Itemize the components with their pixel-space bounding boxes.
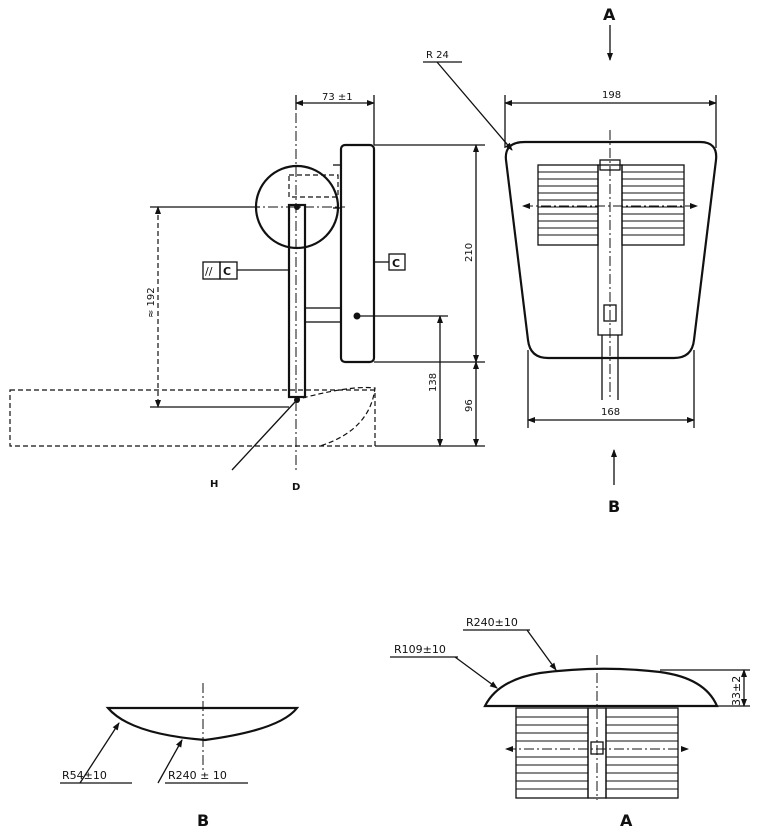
fcf-parallel-symbol: // (205, 265, 213, 278)
h-leader (231, 401, 296, 471)
hatch-left (537, 164, 599, 246)
detail-a-hatch (516, 716, 678, 790)
r240b-leader (157, 739, 183, 784)
main-view: 73 ±1 ≈ 192 210 138 96 // C C H D (9, 92, 485, 493)
dim-138-text: 138 (428, 373, 439, 392)
label-h: H (210, 479, 218, 490)
detail-a: R240±10 R109±10 33±2 A (390, 616, 750, 830)
r109-text: R109±10 (394, 643, 446, 656)
side-view: A B (423, 5, 718, 516)
bar-body (597, 164, 623, 336)
knob-center-dot (294, 204, 300, 210)
knob-inner (288, 174, 339, 198)
dim-33-text: 33±2 (730, 676, 743, 706)
detail-a-left-block (515, 707, 589, 799)
r109-leader (454, 656, 498, 689)
fcf-datum-ref: C (223, 265, 231, 278)
stem (287, 203, 307, 399)
r54-text: R54±10 (62, 769, 107, 782)
dim-210-text: 210 (464, 243, 475, 262)
r240a-leader (526, 629, 557, 671)
r24-text: R 24 (426, 50, 449, 61)
base-curve (294, 386, 376, 447)
view-marker-b: B (608, 497, 620, 516)
connector (304, 307, 342, 323)
bar-slot (603, 304, 617, 322)
r54-leader (79, 722, 120, 784)
detail-a-stem (587, 707, 607, 799)
detail-b: R54±10 R240 ± 10 B (60, 683, 300, 830)
label-d: D (292, 482, 300, 493)
view-marker-a: A (603, 5, 616, 24)
detail-a-right-block (605, 707, 679, 799)
bar-top-cap (599, 159, 621, 171)
base-plate (9, 389, 376, 447)
dim-73-text: 73 ±1 (322, 92, 353, 103)
detail-a-title: A (620, 811, 633, 830)
h-point-dot (294, 397, 300, 403)
r240b-text: R240 ± 10 (168, 769, 227, 782)
dim-198-text: 198 (602, 90, 621, 101)
datum-c-text: C (392, 257, 400, 270)
dim-96-text: 96 (464, 399, 475, 412)
detail-a-dome (483, 667, 719, 708)
r240a-text: R240±10 (466, 616, 518, 629)
dim-168-text: 168 (601, 407, 620, 418)
detail-b-title: B (197, 811, 209, 830)
hatch-right (621, 164, 685, 246)
pad-outline (504, 140, 718, 360)
pivot-dot (353, 312, 361, 320)
dim-192-text: ≈ 192 (146, 287, 157, 318)
r24-leader (436, 61, 513, 151)
pad-body (339, 143, 376, 364)
detail-b-profile (105, 706, 300, 742)
